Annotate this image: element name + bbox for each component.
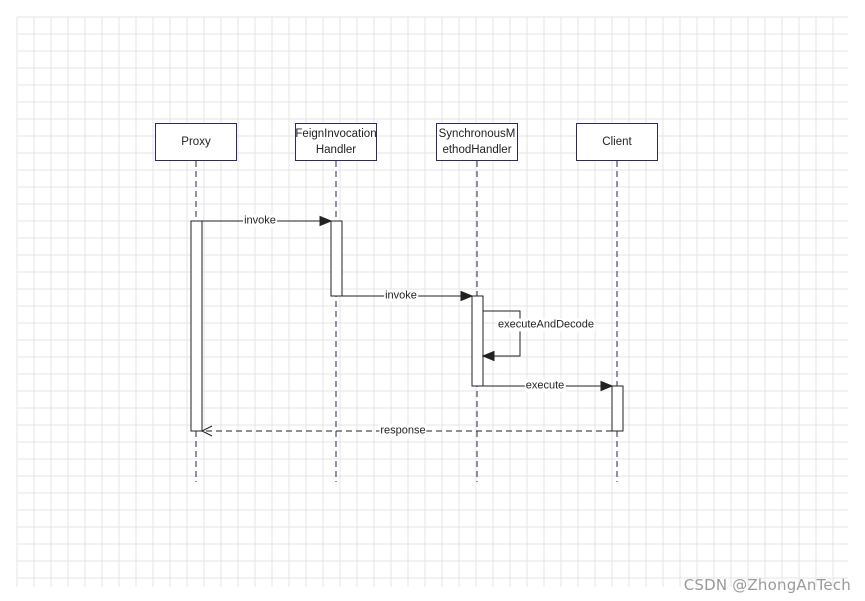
participant-label: SynchronousM ethodHandler	[438, 128, 516, 156]
message-arrow-execute-and-decode	[483, 310, 521, 357]
message-label-response: response	[379, 424, 427, 438]
activation-feign	[330, 220, 343, 297]
participant-label: Client	[602, 136, 632, 148]
activation-proxy	[190, 220, 203, 432]
message-label-execute-and-decode: executeAndDecode	[496, 318, 596, 332]
participant-label: Proxy	[181, 136, 211, 148]
message-label-invoke-1: invoke	[243, 214, 277, 228]
participant-client: Client	[576, 123, 658, 161]
message-label-invoke-2: invoke	[384, 289, 418, 303]
arrowhead-execute	[600, 380, 614, 392]
arrowhead-response	[200, 425, 213, 437]
activation-sync	[471, 295, 484, 387]
participant-feign-invocation-handler: FeignInvocation Handler	[295, 123, 377, 161]
activation-client	[611, 385, 624, 432]
arrowhead-invoke-1	[319, 215, 333, 227]
participant-synchronous-method-handler: SynchronousM ethodHandler	[436, 123, 518, 161]
participant-proxy: Proxy	[155, 123, 237, 161]
arrowhead-execute-and-decode	[481, 350, 495, 362]
participant-label: FeignInvocation Handler	[295, 128, 377, 156]
arrowhead-invoke-2	[460, 290, 474, 302]
message-label-execute: execute	[524, 379, 566, 393]
watermark: CSDN @ZhongAnTech	[683, 576, 851, 594]
